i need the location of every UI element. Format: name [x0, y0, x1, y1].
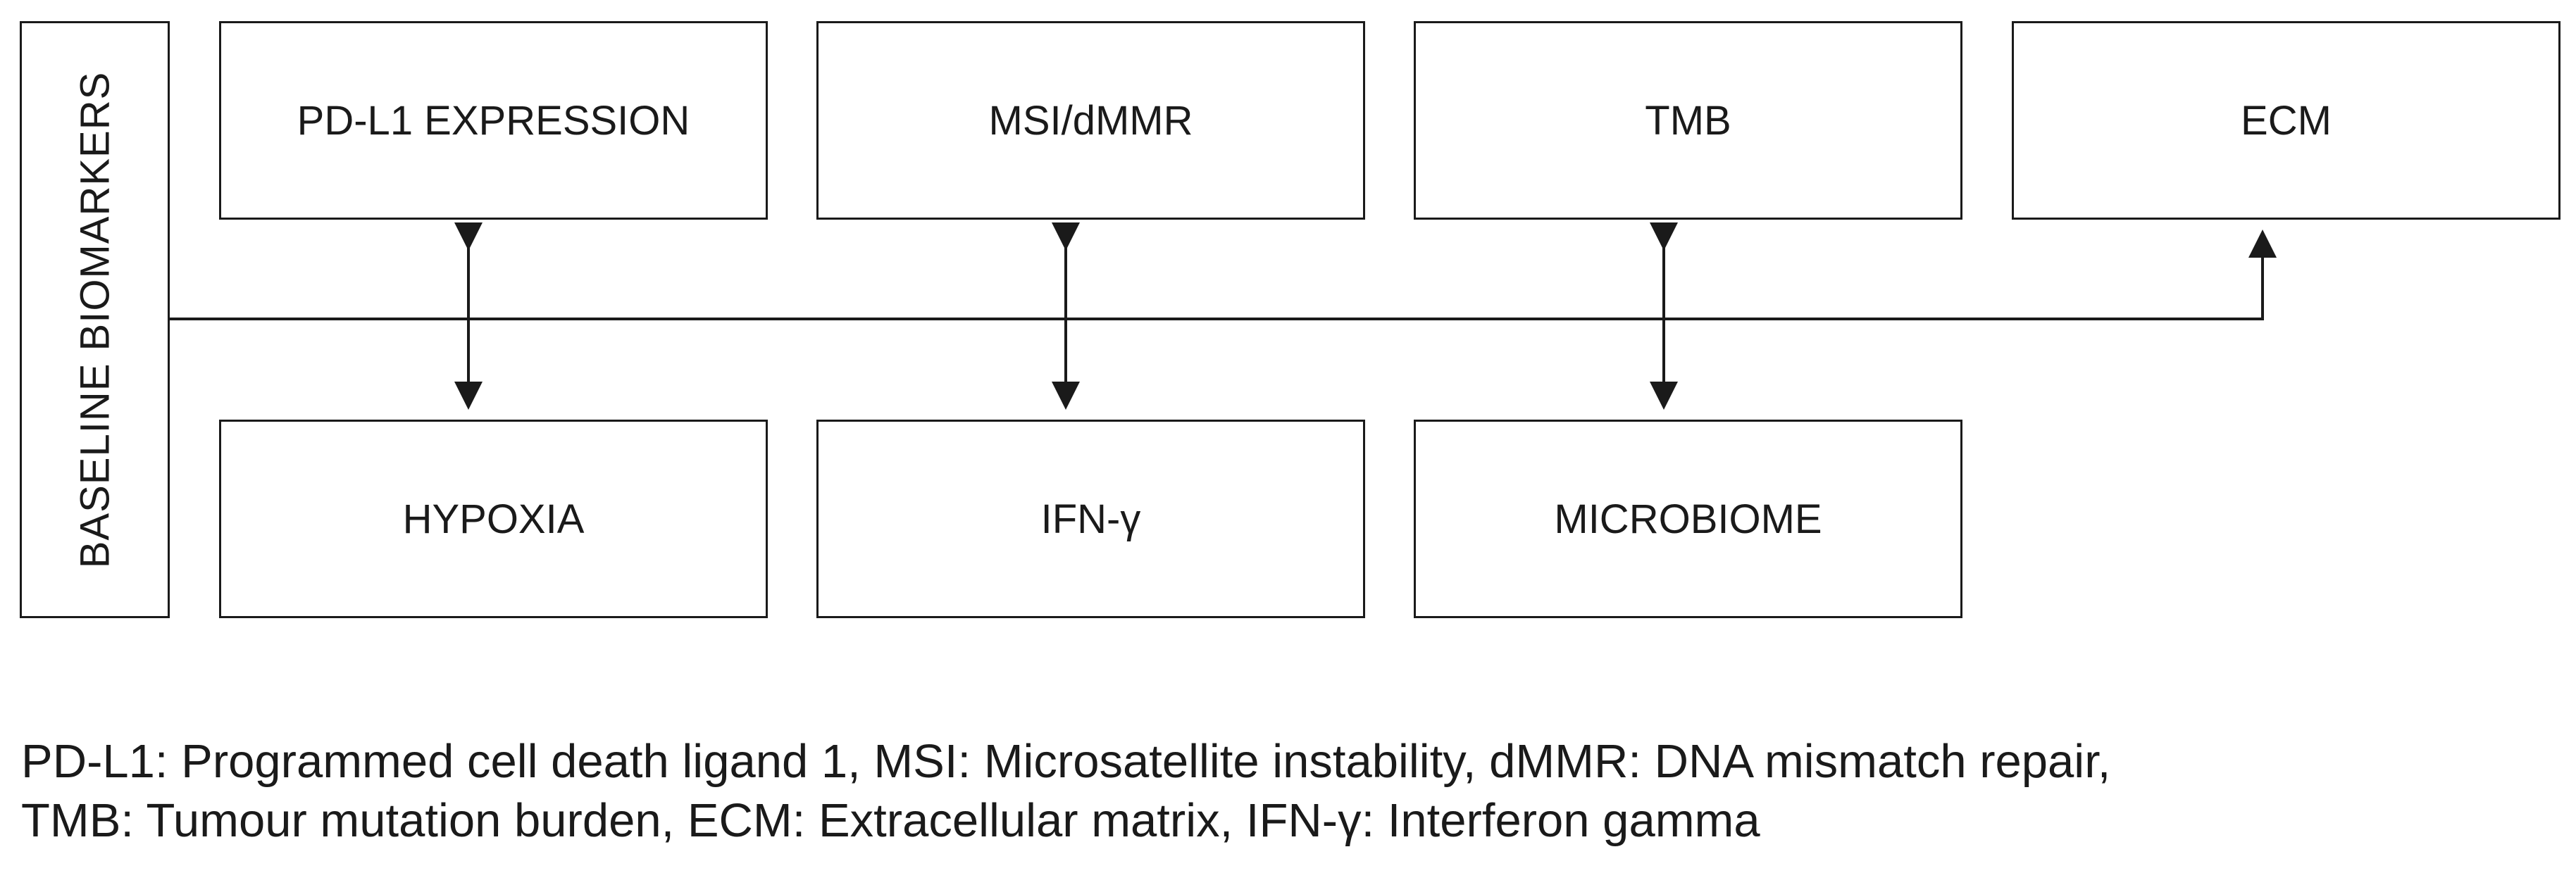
baseline-biomarkers-label: BASELINE BIOMARKERS: [72, 71, 118, 568]
ifn-gamma-box: IFN-γ: [816, 420, 1365, 618]
pdl1-expression-box: PD-L1 EXPRESSION: [219, 21, 768, 220]
legend-line-2: TMB: Tumour mutation burden, ECM: Extrac…: [21, 794, 1760, 847]
ecm-label: ECM: [2241, 97, 2332, 144]
microbiome-label: MICROBIOME: [1554, 496, 1822, 542]
hypoxia-label: HYPOXIA: [402, 496, 585, 542]
msi-dmmr-label: MSI/dMMR: [988, 97, 1193, 144]
tmb-label: TMB: [1645, 97, 1731, 144]
baseline-biomarkers-box: BASELINE BIOMARKERS: [20, 21, 170, 618]
hypoxia-box: HYPOXIA: [219, 420, 768, 618]
ifn-gamma-label: IFN-γ: [1040, 496, 1141, 542]
ecm-box: ECM: [2012, 21, 2561, 220]
microbiome-box: MICROBIOME: [1414, 420, 1962, 618]
tmb-box: TMB: [1414, 21, 1962, 220]
abbreviations-legend: PD-L1: Programmed cell death ligand 1, M…: [21, 732, 2110, 851]
legend-line-1: PD-L1: Programmed cell death ligand 1, M…: [21, 735, 2111, 788]
pdl1-expression-label: PD-L1 EXPRESSION: [297, 97, 690, 144]
msi-dmmr-box: MSI/dMMR: [816, 21, 1365, 220]
baseline-connector-to-ecm: [170, 230, 2277, 320]
